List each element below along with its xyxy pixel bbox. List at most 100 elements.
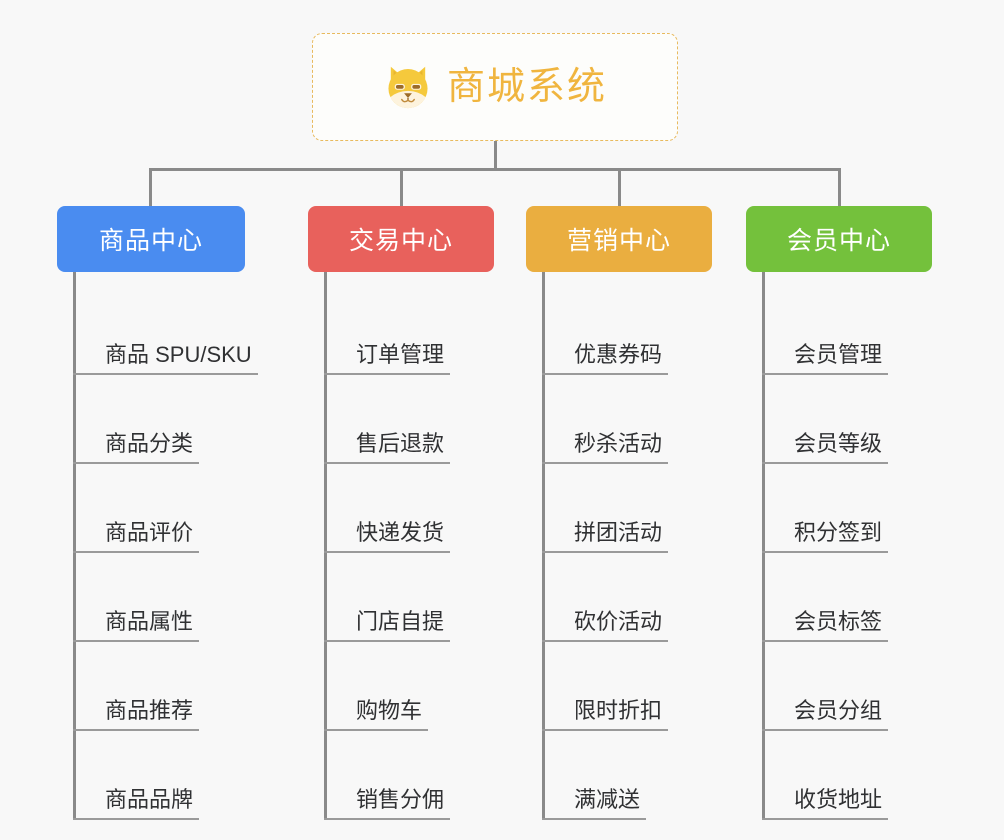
leaf-underline — [542, 729, 668, 731]
leaf-label: 订单管理 — [356, 342, 445, 367]
category-header-3[interactable]: 会员中心 — [746, 206, 932, 272]
leaf-underline — [73, 640, 199, 642]
category-label-0: 商品中心 — [98, 227, 203, 255]
leaf-item[interactable]: 购物车 — [324, 642, 494, 731]
leaf-underline — [542, 640, 668, 642]
leaf-item[interactable]: 会员管理 — [762, 286, 932, 375]
leaf-item[interactable]: 商品分类 — [73, 375, 245, 464]
leaf-label: 满减送 — [574, 787, 641, 812]
leaf-underline — [324, 818, 450, 820]
leaf-item[interactable]: 订单管理 — [324, 286, 494, 375]
leaf-item[interactable]: 积分签到 — [762, 464, 932, 553]
leaf-underline — [324, 462, 450, 464]
leaf-item[interactable]: 满减送 — [542, 731, 712, 820]
leaf-underline — [762, 462, 888, 464]
leaf-label: 砍价活动 — [574, 609, 663, 634]
leaf-label: 拼团活动 — [574, 520, 663, 545]
leaf-label: 商品评价 — [105, 520, 194, 545]
branch-column-0: 商品中心 商品 SPU/SKU 商品分类 商品评价 商品属性 商品推荐 — [57, 206, 258, 820]
branch-column-2: 营销中心 优惠券码 秒杀活动 拼团活动 砍价活动 限时折扣 — [526, 206, 712, 820]
leaf-item[interactable]: 商品评价 — [73, 464, 245, 553]
category-label-2: 营销中心 — [566, 227, 671, 255]
leaf-label: 商品属性 — [105, 609, 194, 634]
leaf-underline — [324, 373, 450, 375]
leaf-item[interactable]: 会员等级 — [762, 375, 932, 464]
leaf-underline — [73, 729, 199, 731]
leaf-item[interactable]: 限时折扣 — [542, 642, 712, 731]
leaf-item[interactable]: 快递发货 — [324, 464, 494, 553]
leaf-label: 积分签到 — [794, 520, 883, 545]
category-header-0[interactable]: 商品中心 — [57, 206, 245, 272]
leaf-label: 购物车 — [356, 698, 423, 723]
leaf-item[interactable]: 拼团活动 — [542, 464, 712, 553]
leaf-label: 会员管理 — [794, 342, 883, 367]
leaf-label: 会员标签 — [794, 609, 883, 634]
leaf-item[interactable]: 砍价活动 — [542, 553, 712, 642]
leaf-label: 商品推荐 — [105, 698, 194, 723]
leaf-item[interactable]: 销售分佣 — [324, 731, 494, 820]
leaf-label: 收货地址 — [794, 787, 883, 812]
leaf-label: 门店自提 — [356, 609, 445, 634]
leaf-item[interactable]: 商品推荐 — [73, 642, 245, 731]
leaf-item[interactable]: 售后退款 — [324, 375, 494, 464]
leaf-label: 快递发货 — [356, 520, 445, 545]
leaf-underline — [762, 818, 888, 820]
leaf-label: 会员等级 — [794, 431, 883, 456]
leaf-underline — [73, 373, 258, 375]
branch-column-1: 交易中心 订单管理 售后退款 快递发货 门店自提 购物车 — [308, 206, 494, 820]
leaf-list-3: 会员管理 会员等级 积分签到 会员标签 会员分组 收货地址 — [762, 272, 932, 820]
leaf-item[interactable]: 会员标签 — [762, 553, 932, 642]
shiba-dog-icon — [388, 66, 428, 109]
leaf-spine-0 — [73, 272, 76, 820]
leaf-underline — [542, 818, 646, 820]
connector-drop-3 — [838, 168, 841, 208]
leaf-spine-1 — [324, 272, 327, 820]
leaf-underline — [762, 640, 888, 642]
leaf-label: 限时折扣 — [574, 698, 663, 723]
leaf-item[interactable]: 会员分组 — [762, 642, 932, 731]
root-title: 商城系统 — [446, 66, 607, 108]
leaf-label: 售后退款 — [356, 431, 445, 456]
connector-drop-2 — [618, 168, 621, 208]
leaf-label: 会员分组 — [794, 698, 883, 723]
leaf-spine-3 — [762, 272, 765, 820]
leaf-underline — [762, 551, 888, 553]
leaf-label: 优惠券码 — [574, 342, 663, 367]
leaf-item[interactable]: 秒杀活动 — [542, 375, 712, 464]
leaf-item[interactable]: 收货地址 — [762, 731, 932, 820]
root-node-mall-system[interactable]: 商城系统 — [312, 33, 678, 141]
leaf-underline — [762, 729, 888, 731]
leaf-item[interactable]: 商品 SPU/SKU — [73, 286, 258, 375]
leaf-label: 秒杀活动 — [574, 431, 663, 456]
connector-drop-1 — [400, 168, 403, 208]
leaf-underline — [542, 462, 668, 464]
leaf-spine-2 — [542, 272, 545, 820]
category-label-3: 会员中心 — [786, 227, 891, 255]
leaf-underline — [324, 729, 428, 731]
leaf-list-2: 优惠券码 秒杀活动 拼团活动 砍价活动 限时折扣 满减送 — [542, 272, 712, 820]
category-header-2[interactable]: 营销中心 — [526, 206, 712, 272]
leaf-underline — [73, 462, 199, 464]
leaf-underline — [73, 551, 199, 553]
category-label-1: 交易中心 — [348, 227, 453, 255]
leaf-underline — [542, 373, 668, 375]
connector-drop-0 — [149, 168, 152, 208]
leaf-underline — [762, 373, 888, 375]
leaf-label: 商品品牌 — [105, 787, 194, 812]
leaf-label: 商品 SPU/SKU — [105, 342, 252, 367]
leaf-item[interactable]: 商品品牌 — [73, 731, 245, 820]
branch-column-3: 会员中心 会员管理 会员等级 积分签到 会员标签 会员分组 — [746, 206, 932, 820]
leaf-underline — [324, 551, 450, 553]
leaf-list-0: 商品 SPU/SKU 商品分类 商品评价 商品属性 商品推荐 商品品牌 — [73, 272, 258, 820]
leaf-item[interactable]: 优惠券码 — [542, 286, 712, 375]
leaf-list-1: 订单管理 售后退款 快递发货 门店自提 购物车 销售分佣 — [324, 272, 494, 820]
connector-horizontal-bus — [149, 168, 841, 171]
category-header-1[interactable]: 交易中心 — [308, 206, 494, 272]
leaf-underline — [73, 818, 199, 820]
leaf-item[interactable]: 门店自提 — [324, 553, 494, 642]
leaf-underline — [324, 640, 450, 642]
leaf-label: 商品分类 — [105, 431, 194, 456]
leaf-item[interactable]: 商品属性 — [73, 553, 245, 642]
leaf-underline — [542, 551, 668, 553]
